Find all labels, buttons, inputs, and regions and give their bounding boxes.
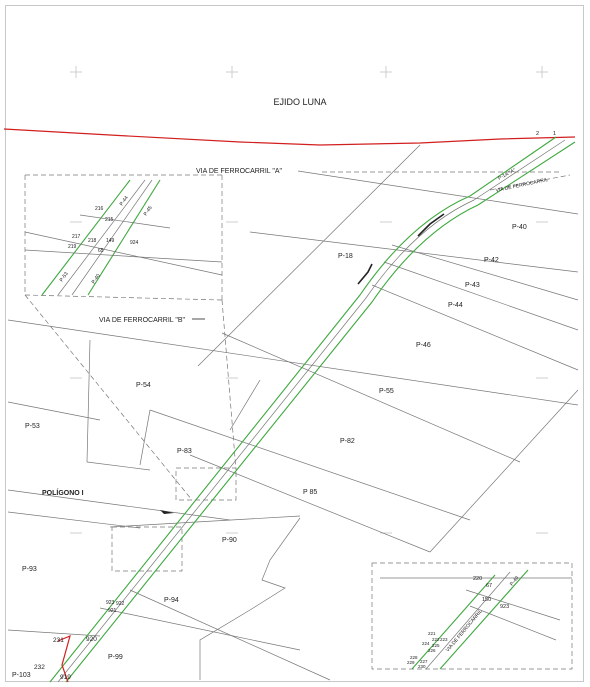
- inset-top-left-lines: [24, 179, 223, 296]
- inset-tl-p45: P-45: [143, 205, 154, 217]
- inset-br-p40: P-40: [509, 575, 521, 587]
- inset-tl-149: 149: [106, 238, 115, 244]
- poligono-arrow: [160, 510, 174, 514]
- inset-br-223: 223: [440, 637, 448, 642]
- parcel-p83: P-83: [177, 448, 192, 455]
- parcel-p93: P-93: [22, 566, 37, 573]
- parcel-p40: P-40: [512, 224, 527, 231]
- parcel-p54: P-54: [136, 382, 151, 389]
- inset-tl-p44: P-44: [119, 195, 130, 207]
- grid-ticks: [70, 66, 548, 534]
- dark-segment-2: [417, 213, 445, 237]
- inset-tl-217: 217: [72, 234, 81, 240]
- inset-br-226: 226: [428, 648, 436, 653]
- parcel-p94: P-94: [164, 597, 179, 604]
- inset-bottom-right-lines: [380, 569, 572, 670]
- inset-br-67: 67: [486, 583, 492, 589]
- dark-segment-1: [357, 263, 373, 285]
- ejido-boundary-line: [3, 128, 576, 146]
- parcel-p82: P-82: [340, 438, 355, 445]
- inset-tl-65: 65: [98, 248, 104, 254]
- vertex-1: 1: [553, 131, 556, 137]
- parcel-p44: P-44: [448, 302, 463, 309]
- polygon-i-red-edge: [57, 634, 71, 683]
- ejido-label: EJIDO LUNA: [273, 97, 326, 107]
- inset-tl-924: 924: [130, 240, 139, 246]
- inset-br-230: 230: [418, 664, 426, 669]
- inset-br-225: 225: [432, 643, 440, 648]
- vertex-923: 923: [106, 600, 115, 606]
- inset-br-228: 228: [410, 655, 418, 660]
- vertex-231: 231: [53, 637, 64, 644]
- dashed-lines: [24, 171, 573, 670]
- inset-br-220: 220: [473, 576, 482, 582]
- inset-br-224: 224: [422, 641, 430, 646]
- inset-br-222: 222: [432, 637, 440, 642]
- inset-tl-216: 216: [95, 206, 104, 212]
- parcel-p55: P-55: [379, 388, 394, 395]
- vertex-2: 2: [536, 131, 539, 137]
- inset-br-227: 227: [420, 659, 428, 664]
- parcel-p53: P-53: [25, 423, 40, 430]
- poligono-label: POLÍGONO I: [42, 488, 84, 497]
- vertex-232: 232: [34, 664, 45, 671]
- parcel-p46: P-46: [416, 342, 431, 349]
- inset-tl-p40: P-40: [91, 273, 102, 285]
- inset-br-150: 150: [482, 597, 491, 603]
- inset-tl-215: 215: [105, 217, 114, 223]
- parcel-p42: P-42: [484, 257, 499, 264]
- parcel-p103: P-103: [12, 672, 31, 679]
- via-b-label: VIA DE FERROCARRIL "B": [99, 317, 186, 324]
- vertex-922: 922: [116, 601, 125, 607]
- vertex-921: 921: [108, 608, 117, 614]
- inset-br-via: VIA DE FERROCARRIL: [445, 608, 484, 653]
- pk-a-label: P-1A "A": [497, 167, 517, 181]
- inset-tl-p53: P-53: [59, 271, 70, 283]
- green-corridor: [49, 136, 576, 683]
- parcel-lines: [7, 144, 579, 681]
- inset-br-229: 229: [407, 660, 415, 665]
- inset-tl-218: 218: [88, 238, 97, 244]
- inset-br-923: 923: [500, 604, 509, 610]
- vertex-919: 919: [60, 674, 71, 681]
- parcel-p43: P-43: [465, 282, 480, 289]
- parcel-p99: P-99: [108, 654, 123, 661]
- vertex-920: 920: [86, 636, 97, 643]
- inset-tl-219: 219: [68, 244, 77, 250]
- parcel-p18: P-18: [338, 253, 353, 260]
- via-a-label: VIA DE FERROCARRIL "A": [196, 168, 283, 175]
- inset-br-221: 221: [428, 631, 436, 636]
- map-frame: [5, 5, 584, 682]
- parcel-p90: P-90: [222, 537, 237, 544]
- parcel-p85: P 85: [303, 489, 317, 496]
